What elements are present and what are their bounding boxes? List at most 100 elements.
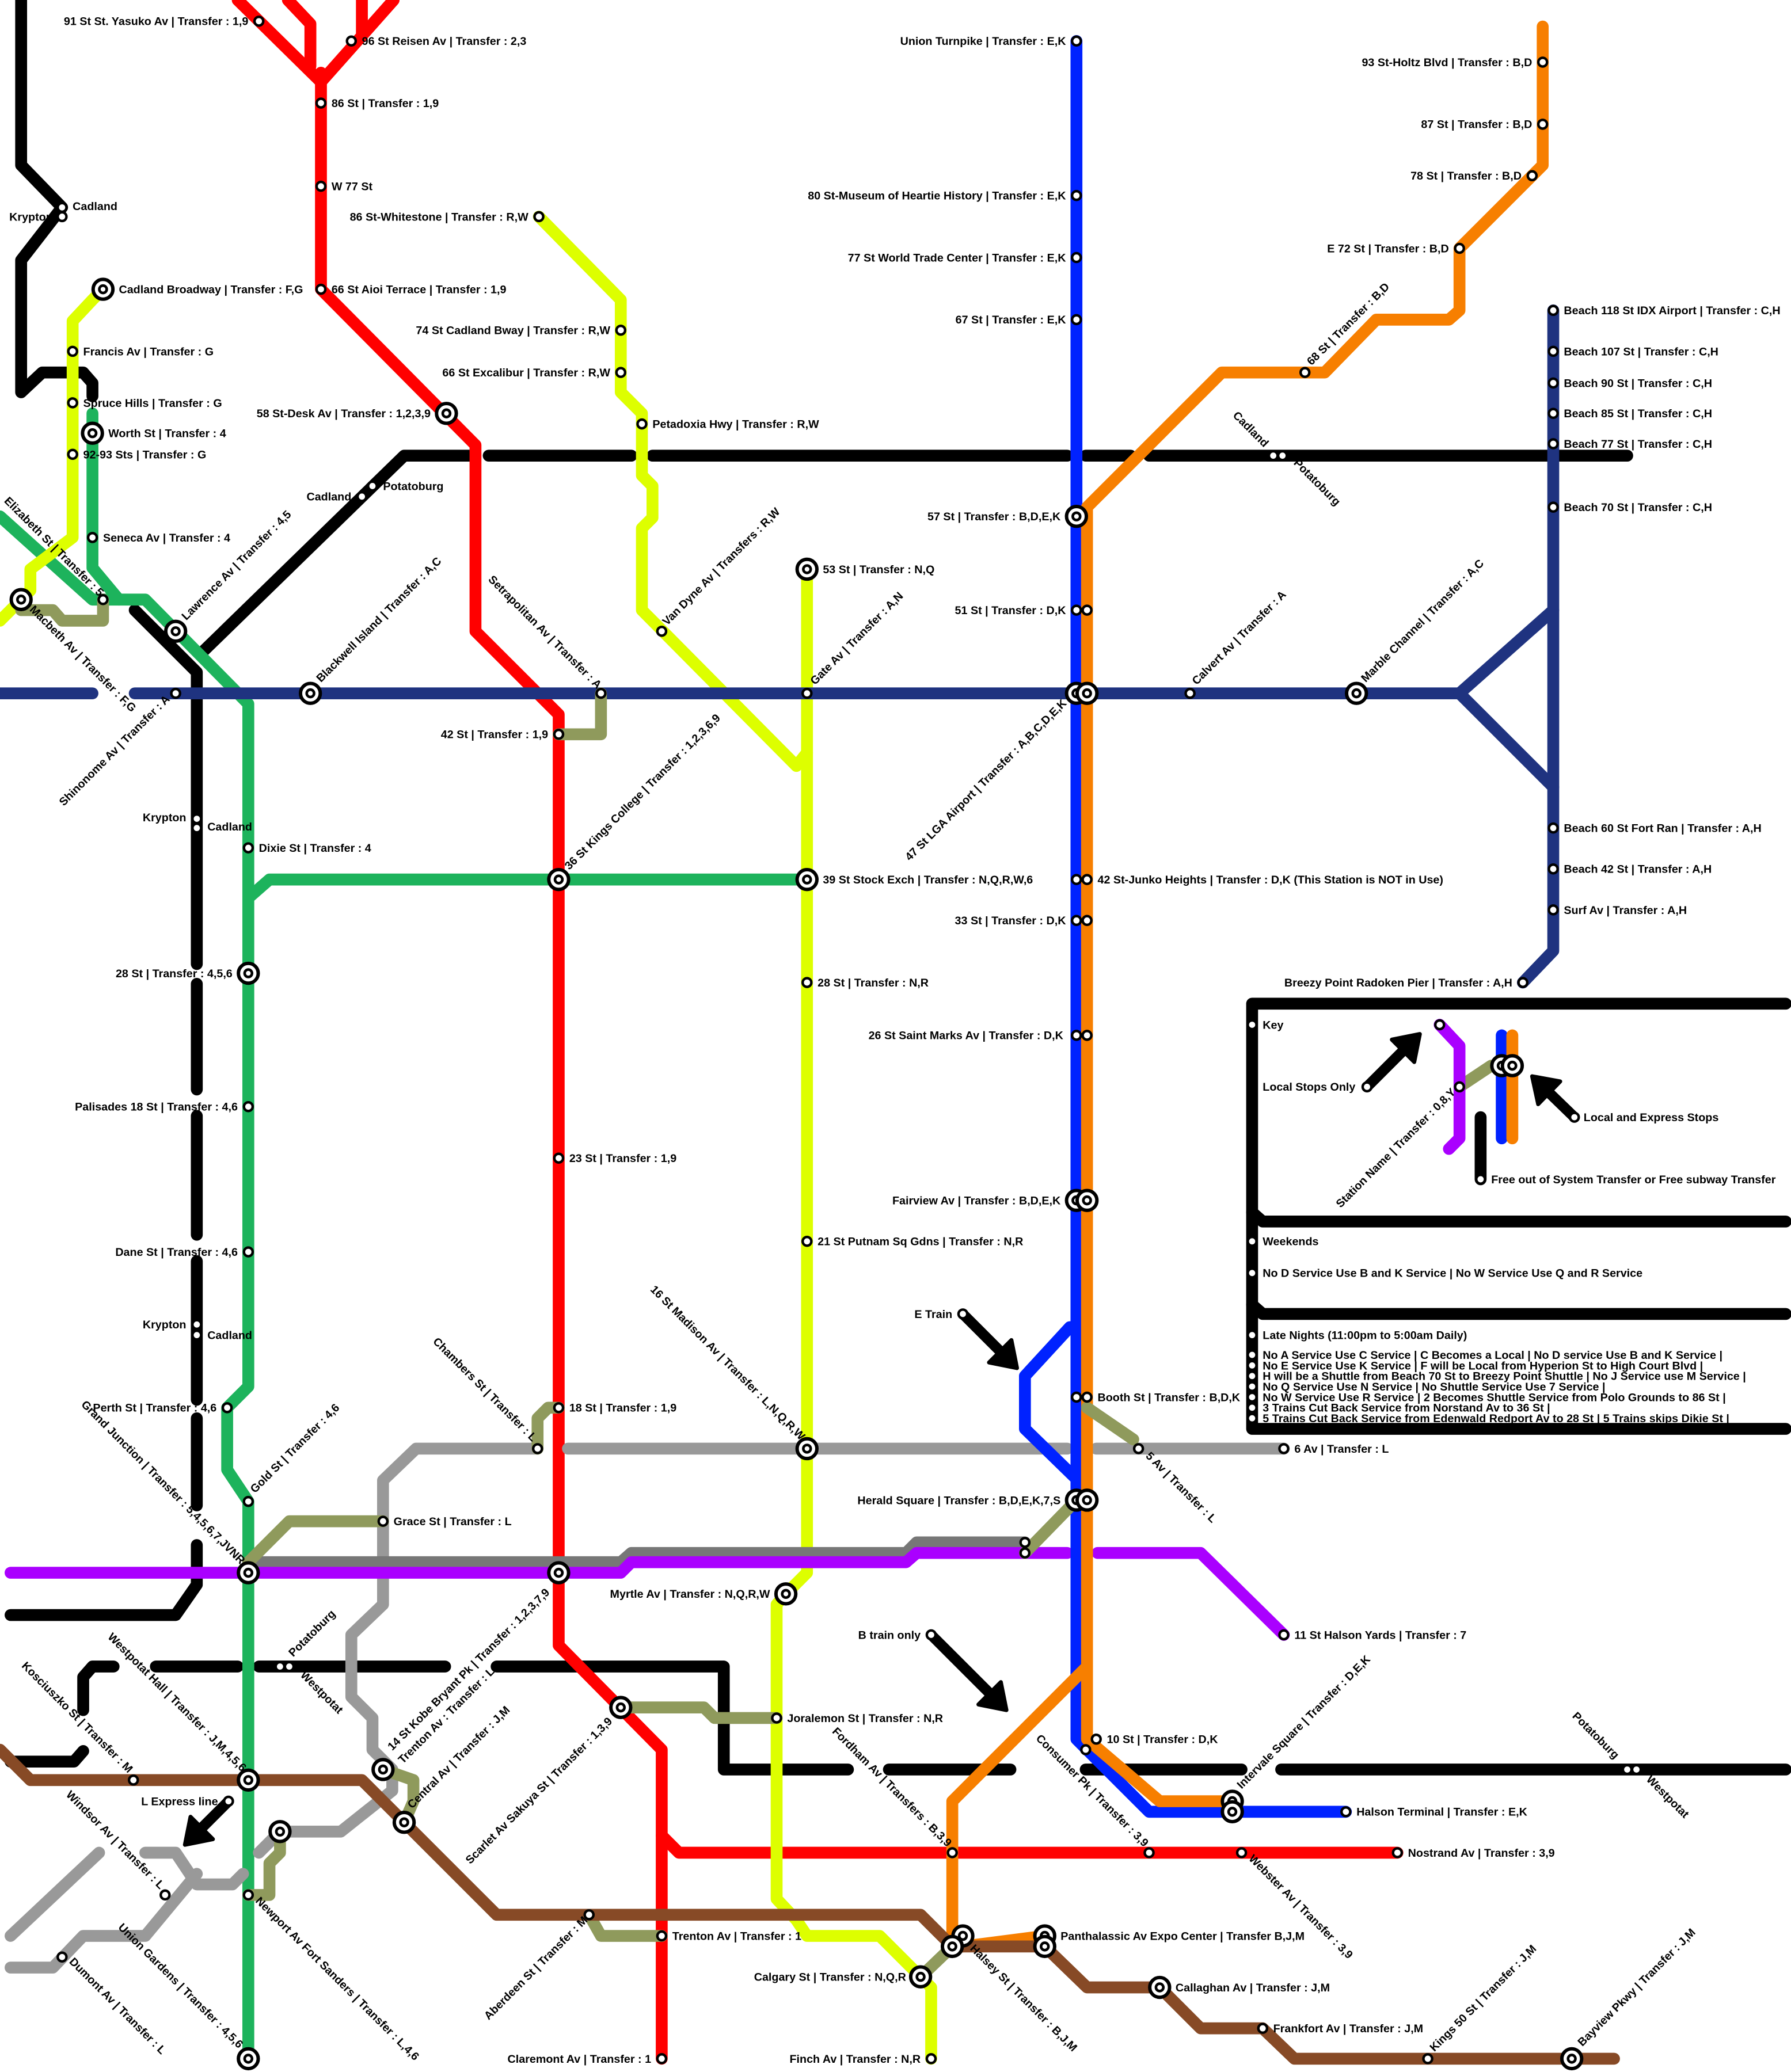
- station-marker[interactable]: [1090, 1733, 1102, 1745]
- station-marker[interactable]: [1019, 1537, 1031, 1548]
- station-marker[interactable]: [656, 626, 668, 637]
- station-label[interactable]: Surf Av | Transfer : A,H: [1564, 904, 1687, 917]
- station-label[interactable]: 51 St | Transfer : D,K: [955, 604, 1067, 617]
- station-marker[interactable]: [1246, 1391, 1258, 1403]
- station-marker[interactable]: [1246, 1236, 1258, 1247]
- station-label[interactable]: 86 St | Transfer : 1,9: [332, 97, 439, 110]
- station-marker[interactable]: [191, 813, 203, 825]
- station-marker[interactable]: [1071, 252, 1082, 264]
- station-marker[interactable]: [1278, 1629, 1290, 1641]
- station-label[interactable]: Dane St | Transfer : 4,6: [115, 1246, 238, 1259]
- station-label[interactable]: Beach 107 St | Transfer : C,H: [1564, 345, 1718, 358]
- station-marker[interactable]: [1340, 1806, 1352, 1818]
- station-marker[interactable]: [1257, 2023, 1269, 2034]
- station-label[interactable]: Gold St | Transfer : 4,6: [248, 1401, 343, 1496]
- station-marker[interactable]: [1143, 1847, 1155, 1858]
- station-marker[interactable]: [583, 1909, 595, 1921]
- station-label[interactable]: Petadoxia Hwy | Transfer : R,W: [652, 418, 819, 431]
- station-marker[interactable]: [1526, 170, 1538, 182]
- station-marker[interactable]: [1246, 1349, 1258, 1361]
- station-marker[interactable]: [1081, 1391, 1093, 1403]
- station-marker[interactable]: [1630, 1764, 1642, 1776]
- station-marker[interactable]: [533, 211, 545, 223]
- station-marker[interactable]: [315, 180, 327, 192]
- station-marker[interactable]: [801, 687, 813, 699]
- station-marker[interactable]: [242, 1100, 254, 1113]
- station-marker[interactable]: [191, 1329, 203, 1341]
- station-marker[interactable]: [925, 2053, 937, 2065]
- station-marker[interactable]: [1071, 915, 1082, 927]
- station-label[interactable]: Frankfort Av | Transfer : J,M: [1273, 2023, 1423, 2035]
- station-marker[interactable]: [553, 1402, 565, 1414]
- station-label[interactable]: Trenton Av : Transfer : L: [396, 1665, 497, 1766]
- station-label[interactable]: 57 St | Transfer : B,D,E,K: [927, 511, 1061, 523]
- station-label[interactable]: 53 St | Transfer : N,Q: [823, 563, 934, 576]
- station-label[interactable]: 39 St Stock Exch | Transfer : N,Q,R,W,6: [823, 874, 1033, 886]
- station-marker[interactable]: [67, 397, 78, 409]
- station-marker[interactable]: [221, 1402, 233, 1414]
- station-marker[interactable]: [1246, 1370, 1258, 1382]
- station-label[interactable]: E 72 St | Transfer : B,D: [1327, 242, 1449, 255]
- station-label[interactable]: Callaghan Av | Transfer : J,M: [1176, 1982, 1330, 1994]
- station-label[interactable]: Westpotat Hall | Transfer : J,M,4,5,6: [105, 1631, 249, 1774]
- station-marker[interactable]: [1246, 1412, 1258, 1424]
- station-label[interactable]: Aberdeen St | Transfer : M: [482, 1914, 590, 2023]
- station-label[interactable]: Fairview Av | Transfer : B,D,E,K: [892, 1195, 1061, 1208]
- station-label[interactable]: 93 St-Holtz Blvd | Transfer : B,D: [1362, 56, 1532, 69]
- station-marker[interactable]: [771, 1712, 782, 1724]
- station-marker[interactable]: [1547, 822, 1559, 834]
- station-label[interactable]: Dumont Av | Transfer : L: [67, 1955, 168, 2056]
- station-label[interactable]: Francis Av | Transfer : G: [83, 345, 214, 358]
- station-label[interactable]: Van Dyne Av | Transfers : R,W: [660, 505, 783, 628]
- station-marker[interactable]: [1547, 904, 1559, 916]
- station-marker[interactable]: [946, 1847, 958, 1858]
- station-label[interactable]: 80 St-Museum of Heartie History | Transf…: [808, 190, 1066, 203]
- station-marker[interactable]: [1081, 604, 1093, 616]
- station-marker[interactable]: [127, 1774, 139, 1786]
- station-label[interactable]: 21 St Putnam Sq Gdns | Transfer : N,R: [817, 1236, 1023, 1248]
- station-marker[interactable]: [1547, 345, 1559, 357]
- station-label[interactable]: Beach 85 St | Transfer : C,H: [1564, 407, 1712, 420]
- station-label[interactable]: 5 Av | Transfer : L: [1143, 1450, 1219, 1526]
- station-marker[interactable]: [1299, 367, 1311, 378]
- station-marker[interactable]: [1246, 1381, 1258, 1392]
- station-label[interactable]: 16 St Madison Av | Transfer : L,N,Q,R,W: [648, 1283, 807, 1443]
- station-marker[interactable]: [242, 1495, 254, 1507]
- station-marker[interactable]: [1019, 1547, 1031, 1559]
- station-marker[interactable]: [1071, 189, 1082, 201]
- station-marker[interactable]: [56, 201, 68, 214]
- station-label[interactable]: 26 St Saint Marks Av | Transfer : D,K: [869, 1030, 1064, 1042]
- station-marker[interactable]: [159, 1889, 171, 1901]
- station-marker[interactable]: [1081, 874, 1093, 885]
- station-marker[interactable]: [97, 594, 109, 605]
- station-marker[interactable]: [1071, 314, 1082, 326]
- station-marker[interactable]: [274, 1660, 286, 1673]
- station-marker[interactable]: [553, 729, 565, 740]
- station-marker[interactable]: [1276, 450, 1288, 462]
- station-marker[interactable]: [532, 1443, 543, 1454]
- station-marker[interactable]: [242, 1889, 254, 1901]
- station-marker[interactable]: [191, 822, 203, 834]
- station-label[interactable]: 42 St | Transfer : 1,9: [441, 729, 548, 741]
- station-marker[interactable]: [170, 687, 181, 699]
- station-marker[interactable]: [315, 97, 327, 109]
- station-label[interactable]: Herald Square | Transfer : B,D,E,K,7,S: [857, 1494, 1060, 1507]
- station-marker[interactable]: [656, 2053, 668, 2065]
- station-marker[interactable]: [86, 532, 98, 543]
- station-marker[interactable]: [356, 491, 368, 502]
- station-label[interactable]: Booth St | Transfer : B,D,K: [1098, 1391, 1241, 1404]
- station-marker[interactable]: [1081, 915, 1093, 927]
- station-marker[interactable]: [1547, 304, 1559, 317]
- station-label[interactable]: Blackwell Island | Transfer : A,C: [314, 555, 444, 685]
- station-label[interactable]: 28 St | Transfer : 4,5,6: [116, 968, 233, 980]
- station-label[interactable]: 66 St Excalibur | Transfer : R,W: [442, 367, 610, 379]
- station-marker[interactable]: [283, 1660, 295, 1673]
- station-marker[interactable]: [1071, 874, 1082, 885]
- station-label[interactable]: 47 St LGA Airport | Transfer : A,B,C,D,E…: [903, 696, 1070, 863]
- station-marker[interactable]: [1454, 242, 1465, 254]
- station-marker[interactable]: [1454, 1081, 1465, 1093]
- station-marker[interactable]: [615, 324, 627, 336]
- station-label[interactable]: Grace St | Transfer : L: [394, 1515, 512, 1528]
- station-label[interactable]: Panthalassic Av Expo Center | Transfer B…: [1060, 1930, 1305, 1943]
- station-marker[interactable]: [1475, 1174, 1486, 1185]
